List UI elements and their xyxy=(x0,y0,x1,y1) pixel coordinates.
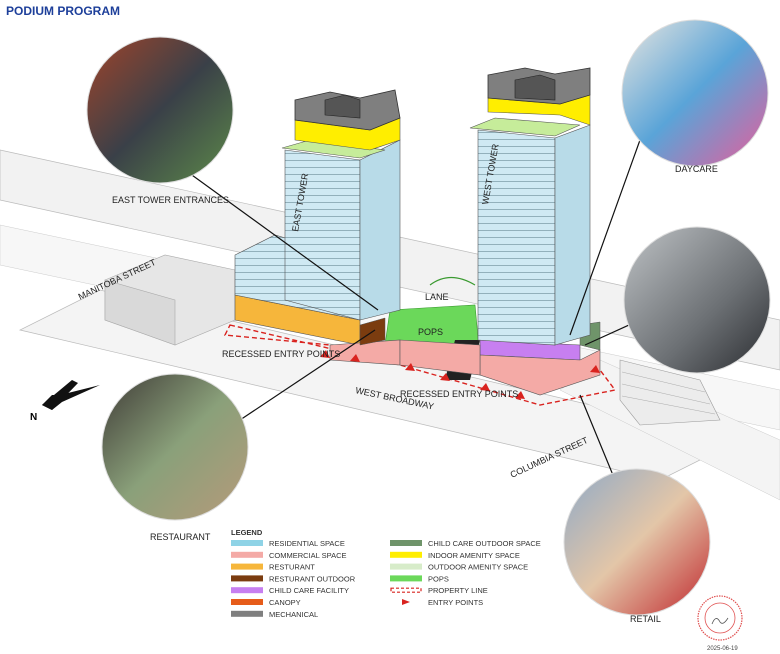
legend: LEGEND RESIDENTIAL SPACE COMMERCIAL SPACE… xyxy=(231,528,541,619)
seal-date: 2025-06-19 xyxy=(707,646,738,652)
east-tower-entrance-photo xyxy=(86,36,234,184)
legend-item-label: RESIDENTIAL SPACE xyxy=(269,539,345,548)
daycare-photo xyxy=(621,19,769,167)
lane-arrow xyxy=(429,276,476,286)
legend-swatch xyxy=(390,587,422,593)
legend-swatch xyxy=(390,575,422,582)
restaurant-photo xyxy=(101,373,249,521)
legend-item-label: CANOPY xyxy=(269,598,301,607)
legend-item-label: MECHANICAL xyxy=(269,610,318,619)
legend-item-label: RESTURANT xyxy=(269,563,315,572)
legend-item-label: OUTDOOR AMENITY SPACE xyxy=(428,563,528,572)
legend-swatch xyxy=(390,563,422,570)
legend-swatch xyxy=(231,575,263,582)
architect-seal: 2025-06-19 xyxy=(697,595,743,652)
bike-storage-photo xyxy=(623,226,771,374)
legend-title: LEGEND xyxy=(231,528,263,537)
west-tower: WEST TOWER xyxy=(469,67,591,346)
neighbour-buildings-west xyxy=(104,254,236,346)
legend-item-label: CHILD CARE OUTDOOR SPACE xyxy=(428,539,541,548)
legend-swatch xyxy=(231,540,263,546)
restaurant-label: RESTAURANT xyxy=(150,532,211,542)
callout-lines xyxy=(184,139,641,481)
legend-item-label: INDOOR AMENITY SPACE xyxy=(428,551,520,560)
legend-swatch xyxy=(231,587,263,594)
legend-swatch xyxy=(390,551,422,558)
legend-swatch xyxy=(231,563,263,570)
legend-swatch xyxy=(402,599,410,605)
entry-point-arrows xyxy=(320,350,600,399)
east-tower-entrances-label: EAST TOWER ENTRANCES xyxy=(112,195,229,205)
east-tower: EAST TOWER xyxy=(281,89,401,321)
legend-swatch xyxy=(231,610,263,617)
recessed-entry-label-1: RECESSED ENTRY POINTS xyxy=(222,349,340,359)
retail-label: RETAIL xyxy=(630,614,661,624)
recessed-entry-label-2: RECESSED ENTRY POINTS xyxy=(400,389,518,399)
lane-label: LANE xyxy=(425,292,449,302)
legend-item-label: ENTRY POINTS xyxy=(428,598,483,607)
neighbour-building-east xyxy=(619,359,721,426)
legend-swatch xyxy=(390,540,422,546)
page-title: PODIUM PROGRAM xyxy=(6,4,120,18)
north-label: N xyxy=(30,412,37,423)
legend-swatch xyxy=(231,551,263,558)
north-arrow: N xyxy=(30,380,100,423)
pops-label: POPS xyxy=(418,327,443,337)
daycare-label: DAYCARE xyxy=(675,164,718,174)
legend-item-label: COMMERCIAL SPACE xyxy=(269,551,347,560)
legend-item-label: POPS xyxy=(428,574,449,583)
legend-item-label: CHILD CARE FACILITY xyxy=(269,586,349,595)
legend-swatch xyxy=(231,599,263,605)
legend-item-label: RESTURANT OUTDOOR xyxy=(269,574,356,583)
legend-item-label: PROPERTY LINE xyxy=(428,586,488,595)
retail-photo xyxy=(563,468,711,616)
